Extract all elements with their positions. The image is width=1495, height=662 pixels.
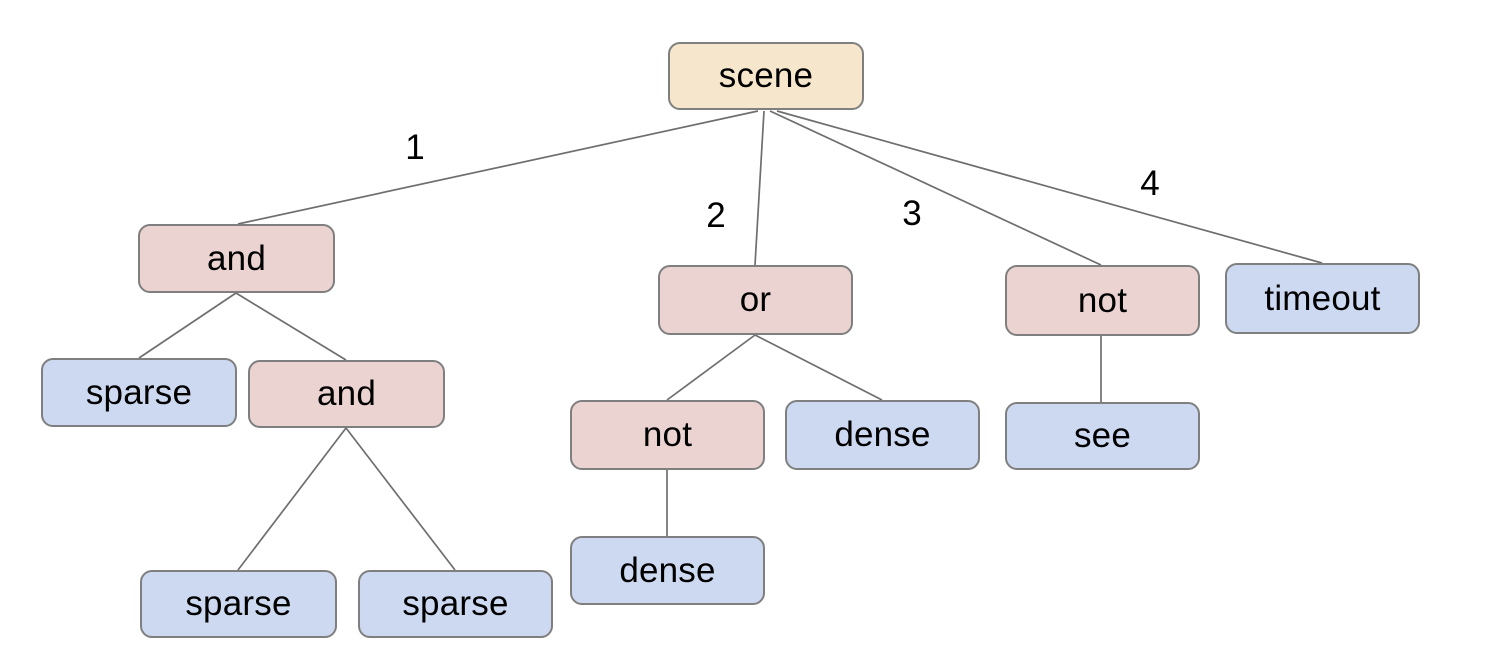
node-label: not: [1077, 280, 1128, 320]
node-label: and: [207, 238, 266, 278]
tree-edge-and-2-to-sparse-2: [237, 427, 347, 571]
tree-node-not-1: not: [1005, 265, 1200, 336]
tree-node-scene: scene: [668, 42, 864, 110]
tree-edge-and-1-to-sparse-1: [138, 292, 237, 359]
node-label: dense: [834, 415, 931, 454]
node-label: dense: [619, 550, 716, 590]
tree-node-sparse-3: sparse: [358, 570, 553, 638]
tree-node-dense-2: dense: [570, 536, 765, 605]
tree-node-see-1: see: [1005, 402, 1200, 470]
tree-node-not-2: not: [570, 400, 765, 470]
tree-edge-or-1-to-dense-1: [754, 334, 883, 401]
tree-edge-scene-to-and-1: [237, 110, 759, 225]
edge-label-4: 4: [1140, 164, 1159, 203]
tree-edge-or-1-to-not-2: [666, 334, 756, 401]
node-label: and: [317, 374, 376, 413]
tree-edge-scene-to-not-1: [769, 110, 1102, 266]
edge-label-3: 3: [902, 194, 921, 233]
tree-edge-scene-to-timeout-1: [776, 110, 1323, 264]
node-label: sparse: [85, 372, 193, 412]
tree-edge-scene-to-or-1: [754, 110, 765, 266]
node-label: sparse: [402, 584, 509, 623]
edge-label-2: 2: [706, 196, 725, 235]
node-label: sparse: [185, 584, 292, 623]
tree-node-dense-1: dense: [785, 400, 980, 470]
tree-edge-and-2-to-sparse-3: [345, 427, 456, 571]
tree-node-and-1: and: [138, 224, 335, 293]
edge-label-1: 1: [405, 128, 424, 167]
tree-node-sparse-2: sparse: [140, 570, 337, 638]
node-label: see: [1073, 416, 1132, 455]
node-label: not: [642, 415, 693, 454]
tree-node-timeout-1: timeout: [1225, 263, 1420, 334]
tree-node-sparse-1: sparse: [41, 358, 237, 427]
node-label: scene: [718, 56, 814, 95]
node-label: or: [739, 280, 772, 319]
node-label: timeout: [1264, 278, 1381, 318]
tree-node-and-2: and: [248, 360, 445, 428]
tree-node-or-1: or: [658, 265, 853, 335]
tree-edge-and-1-to-and-2: [235, 292, 347, 361]
